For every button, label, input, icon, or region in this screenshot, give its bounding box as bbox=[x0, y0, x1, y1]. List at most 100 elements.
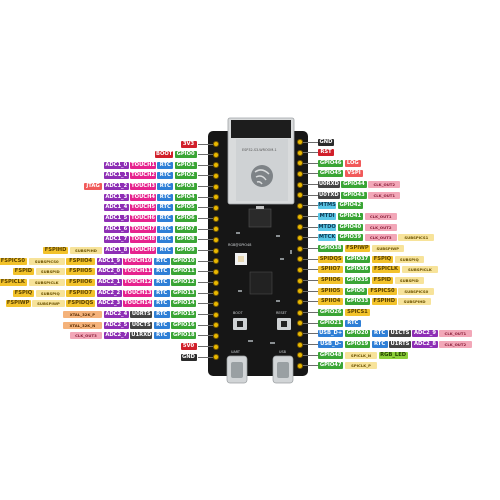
pin-label-rtc: RTC bbox=[157, 172, 174, 180]
pin-leader-line bbox=[303, 216, 318, 218]
pin-label-vspi: VSPI bbox=[344, 170, 363, 178]
pin-label-gpio14: GPIO14 bbox=[171, 300, 197, 308]
pin-leader-line bbox=[303, 344, 318, 346]
pin-label-adc2-8: ADC2_8 bbox=[412, 341, 438, 349]
pin-label-spiio5: SPIIO5 bbox=[318, 287, 344, 295]
pin-label-mtdo: MTDO bbox=[318, 223, 337, 231]
header-pin-right-6 bbox=[297, 192, 303, 199]
pin-label-touch8: TOUCH8 bbox=[130, 236, 156, 244]
pin-label-gpio0: GPIO0 bbox=[174, 151, 197, 159]
pin-leader-line bbox=[198, 207, 213, 209]
pin-label-gpio33: GPIO33 bbox=[344, 298, 371, 306]
pin-label-gpio9: GPIO9 bbox=[174, 247, 197, 255]
pin-label-gpio0: GPIO0 bbox=[344, 287, 367, 295]
pin-label-adc2-4: ADC2_4 bbox=[103, 311, 129, 319]
header-pin-right-12 bbox=[297, 256, 303, 263]
header-pin-right-20 bbox=[297, 341, 303, 348]
pin-leader-line bbox=[198, 335, 213, 337]
pin-leader-line bbox=[198, 175, 213, 177]
pin-label-log: LOG bbox=[344, 159, 361, 167]
pin-label-rtc: RTC bbox=[371, 341, 388, 349]
pin-label-subspid: SUBSPID bbox=[394, 277, 424, 285]
boot-label: BOOT bbox=[233, 311, 243, 315]
pin-label-gpio18: GPIO18 bbox=[171, 332, 197, 340]
pin-label-gpio8: GPIO8 bbox=[174, 236, 197, 244]
pin-label-jtag: JTAG bbox=[83, 183, 103, 191]
header-pin-left-13 bbox=[213, 268, 219, 275]
pin-label-gpio26: GPIO26 bbox=[318, 309, 344, 317]
pin-leader-line bbox=[303, 312, 318, 314]
pin-label-fspidqs: FSPIDQS bbox=[66, 300, 96, 308]
header-pin-right-13 bbox=[297, 266, 303, 273]
pin-label-clk-out1: CLK_OUT1 bbox=[364, 213, 397, 221]
header-pin-right-3 bbox=[297, 160, 303, 167]
pin-label-gpio42: GPIO42 bbox=[337, 202, 363, 210]
header-pin-left-1 bbox=[213, 141, 219, 147]
smd-component bbox=[236, 232, 240, 234]
pin-label-gpio7: GPIO7 bbox=[174, 225, 197, 233]
pin-leader-line bbox=[198, 154, 213, 156]
pin-label-spiio7: SPIIO7 bbox=[318, 266, 344, 274]
pin-label-subspiclk: SUBSPICLK bbox=[401, 266, 438, 274]
header-pin-right-4 bbox=[297, 170, 303, 177]
pin-label-u0rxd: U0RXD bbox=[318, 181, 340, 189]
pin-label-clk-out3: CLK_OUT3 bbox=[69, 332, 103, 340]
pin-label-rtc: RTC bbox=[153, 279, 170, 287]
pin-label-rtc: RTC bbox=[153, 300, 170, 308]
pin-label-subspiq: SUBSPIQ bbox=[394, 255, 424, 263]
pin-label-touch10: TOUCH10 bbox=[123, 257, 153, 265]
pin-label-fspiio7: FSPIIO7 bbox=[66, 289, 96, 297]
header-pin-left-16 bbox=[213, 300, 219, 307]
header-pin-right-17 bbox=[297, 309, 303, 316]
pin-leader-line bbox=[198, 196, 213, 198]
pin-label-gpio20: GPIO20 bbox=[344, 330, 371, 338]
header-pin-left-11 bbox=[213, 247, 219, 254]
pin-label-gpio45: GPIO45 bbox=[318, 170, 344, 178]
pin-label-adc1-2: ADC1_2 bbox=[103, 183, 129, 191]
pin-label-clk-out1: CLK_OUT1 bbox=[439, 330, 472, 338]
pin-label-gpio12: GPIO12 bbox=[171, 279, 197, 287]
pin-label-gpio35: GPIO35 bbox=[344, 277, 371, 285]
pin-label-adc2-1: ADC2_1 bbox=[96, 279, 122, 287]
pin-label-fspihd: FSPIHD bbox=[371, 298, 397, 306]
usb-bridge-chip bbox=[249, 271, 273, 295]
pin-label-rtc: RTC bbox=[157, 183, 174, 191]
header-pin-right-19 bbox=[297, 330, 303, 337]
pin-label-adc1-7: ADC1_7 bbox=[103, 236, 129, 244]
pin-leader-line bbox=[303, 269, 318, 271]
pin-label-clk-out2: CLK_OUT2 bbox=[368, 181, 401, 189]
pin-label-rtc: RTC bbox=[153, 257, 170, 265]
pin-label-xtal-32k-n: XTAL_32K_N bbox=[62, 321, 103, 329]
pin-leader-line bbox=[303, 162, 318, 164]
header-pin-right-16 bbox=[297, 298, 303, 305]
pin-label-clk-out2: CLK_OUT2 bbox=[364, 223, 397, 231]
pin-label-touch1: TOUCH1 bbox=[130, 161, 156, 169]
pin-label-rtc: RTC bbox=[153, 321, 170, 329]
pin-label-fspics0: FSPICS0 bbox=[368, 287, 397, 295]
pin-leader-line bbox=[198, 164, 213, 166]
pin-label-subspics0: SUBSPICS0 bbox=[398, 287, 435, 295]
pin-leader-line bbox=[198, 271, 213, 273]
pin-label-adc2-0: ADC2_0 bbox=[96, 268, 122, 276]
pin-label-subspics0: SUBSPICS0 bbox=[28, 257, 65, 265]
header-pin-left-12 bbox=[213, 258, 219, 265]
pin-label-gpio38: GPIO38 bbox=[318, 245, 344, 253]
smd-component bbox=[280, 258, 284, 260]
pin-label-usb-d: USB_D- bbox=[318, 341, 344, 349]
pin-leader-line bbox=[303, 226, 318, 228]
pin-label-gpio16: GPIO16 bbox=[171, 321, 197, 329]
pin-label-gpio37: GPIO37 bbox=[344, 255, 371, 263]
pin-label-adc1-0: ADC1_0 bbox=[103, 161, 129, 169]
pin-leader-line bbox=[303, 194, 318, 196]
pin-leader-line bbox=[303, 205, 318, 207]
pin-leader-line bbox=[303, 365, 318, 367]
pin-leader-line bbox=[198, 218, 213, 220]
pin-leader-line bbox=[198, 260, 213, 262]
pin-label-gpio3: GPIO3 bbox=[174, 183, 197, 191]
pin-label-gpio19: GPIO19 bbox=[344, 341, 371, 349]
pin-label-gpio36: GPIO36 bbox=[344, 266, 371, 274]
pin-label-adc1-6: ADC1_6 bbox=[103, 225, 129, 233]
header-pin-left-6 bbox=[213, 194, 219, 201]
pin-label-touch14: TOUCH14 bbox=[123, 300, 153, 308]
